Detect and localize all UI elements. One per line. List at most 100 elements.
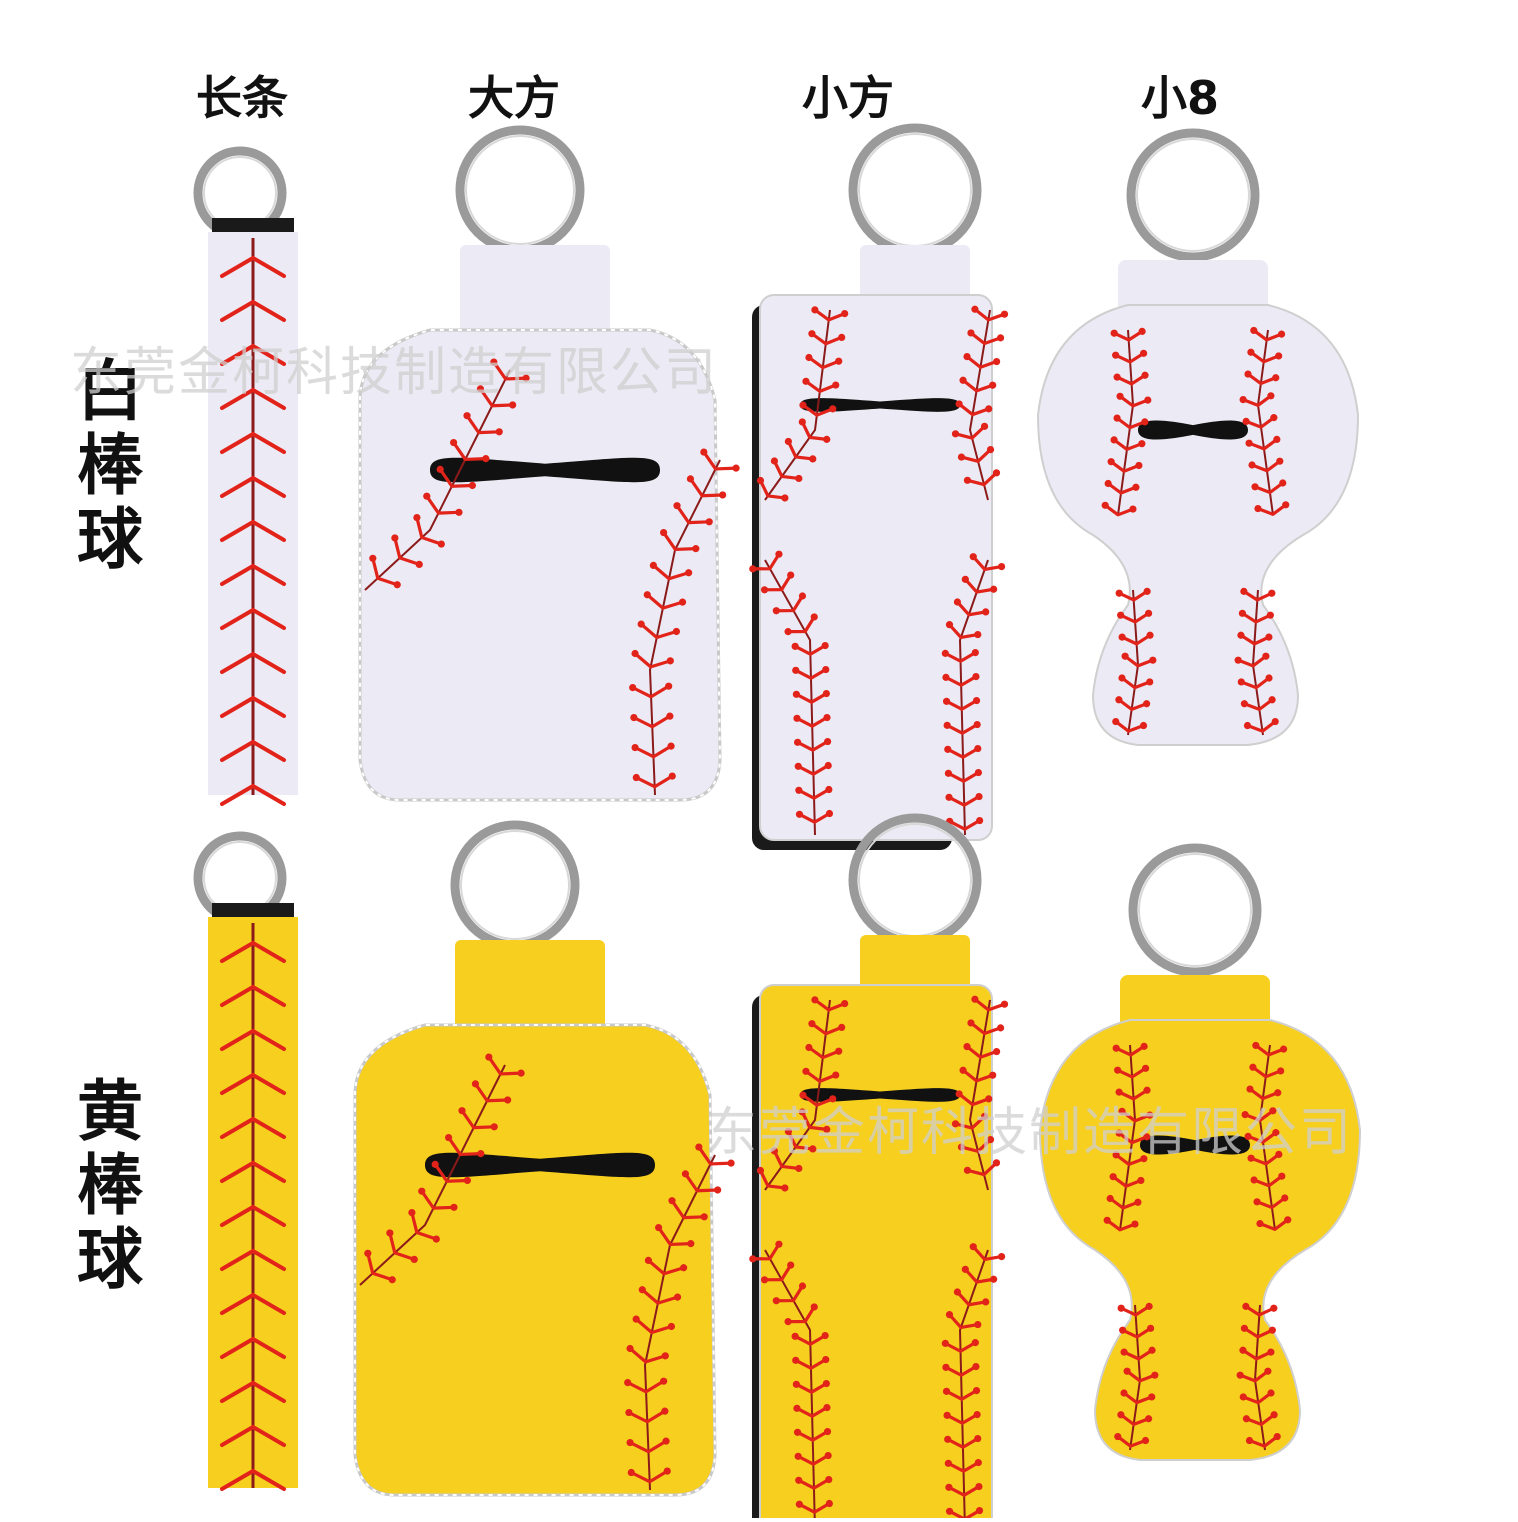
small-white-seam-bl-stitch-dot xyxy=(821,641,829,650)
small-yellow-seam-tr-stitch-dot xyxy=(959,1066,967,1074)
eight-white-seam-tl-stitch-dot xyxy=(1138,440,1146,448)
large-white-seam-right-stitch-dot xyxy=(632,773,640,782)
small-white-seam-bl-stitch-dot xyxy=(795,786,803,794)
small-white-seam-tl-stitch-dot xyxy=(795,474,803,483)
small-yellow-seam-bl xyxy=(749,1240,833,1522)
large-white-seam-left-stitch-dot xyxy=(522,374,530,382)
small-white-seam-bl-stitch xyxy=(751,552,781,571)
small-yellow-seam-tl-stitch-dot xyxy=(805,1043,813,1052)
small-white-seam-bl-stitch-dot xyxy=(794,738,802,746)
large-white-seam-right-stitch-dot xyxy=(666,712,674,720)
eight-yellow-seam-tr-stitch-dot xyxy=(1249,1063,1257,1071)
large-yellow-ring xyxy=(450,820,580,950)
small-white-seam-br-stitch-dot xyxy=(974,744,982,753)
small-white-seam-tr-stitch-dot xyxy=(992,469,1001,477)
eight-yellow-seam-br-stitch-dot xyxy=(1273,1432,1281,1441)
eight-white-seam-br-stitch-dot xyxy=(1240,587,1248,595)
eight-white-seam-tl-stitch-dot xyxy=(1107,458,1115,466)
small-yellow-slot xyxy=(800,1088,960,1102)
large-yellow-seam-right-stitch-dot xyxy=(680,1264,688,1272)
eight-white-seam-br-stitch xyxy=(1245,719,1277,733)
small-yellow-seam-br-stitch xyxy=(944,1389,979,1401)
eight-yellow-seam-br-stitch-dot xyxy=(1239,1346,1247,1354)
small-yellow-seam-tl-stitch xyxy=(813,998,847,1012)
large-white-seam-left-thread xyxy=(364,369,511,591)
eight-white-seam-tr-stitch-dot xyxy=(1242,417,1250,425)
eight-yellow-seam-tl-stitch-dot xyxy=(1143,1086,1151,1094)
eight-white-seam-tl-stitch-dot xyxy=(1110,329,1118,337)
small-yellow-seam-tr-stitch-dot xyxy=(1000,1000,1009,1008)
eight-white-seam-tl-stitch-dot xyxy=(1112,351,1120,359)
small-white-seam-tl-stitch xyxy=(810,332,844,346)
small-yellow-seam-tl-stitch-dot xyxy=(811,996,819,1004)
small-yellow-seam-bl-stitch-dot xyxy=(792,1356,800,1364)
eight-white-seam-tl-stitch-dot xyxy=(1116,392,1124,400)
eight-white-seam-bl-stitch-dot xyxy=(1139,721,1148,730)
eight-yellow-seam-tr-stitch-dot xyxy=(1241,1110,1249,1119)
eight-white-seam-bl-stitch-dot xyxy=(1144,609,1153,617)
eight-white-seam-tr-stitch xyxy=(1252,328,1284,342)
eight-white-seam-tr-stitch xyxy=(1247,437,1279,451)
small-yellow-seam-tr-stitch xyxy=(965,1045,999,1059)
large-yellow-seam-right-stitch xyxy=(683,1172,720,1193)
large-white-seam-left-stitch-dot xyxy=(393,581,401,589)
large-white-seam-left xyxy=(364,358,530,591)
small-white-seam-bl-stitch-dot xyxy=(824,737,832,746)
large-yellow-seam-left-stitch xyxy=(487,1055,523,1076)
eight-yellow-seam-br-stitch xyxy=(1241,1348,1273,1361)
eight-yellow-seam-tr-stitch-dot xyxy=(1281,1194,1289,1202)
small-white-seam-br-stitch-dot xyxy=(969,553,977,561)
eight-yellow-seam-br-stitch-dot xyxy=(1268,1326,1276,1334)
small-white-seam-tr-stitch-dot xyxy=(955,400,963,408)
large-white-seam-left-stitch-dot xyxy=(463,412,471,420)
large-yellow-seam-right-stitch-dot xyxy=(663,1467,671,1475)
strap-white-chevron xyxy=(220,431,286,454)
large-yellow-seam-right-stitch-dot xyxy=(714,1186,722,1194)
small-white-seam-tl-stitch-dot xyxy=(835,357,843,365)
small-white-seam-tl-stitch xyxy=(804,379,838,393)
eight-yellow-seam-tr-stitch-dot xyxy=(1272,1129,1280,1137)
eight-yellow-seam-bl-stitch-dot xyxy=(1120,1389,1128,1397)
small-yellow-seam-br-stitch-dot xyxy=(971,1339,979,1347)
eight-yellow-seam-tl-stitch xyxy=(1105,1218,1137,1232)
eight-white-seam-tl-stitch xyxy=(1106,481,1138,495)
small-yellow-seam-tr-stitch-dot xyxy=(971,995,979,1003)
large-white-seam-left-stitch-dot xyxy=(490,358,498,366)
eight-white-seam-bl-stitch xyxy=(1120,633,1152,646)
small-white-seam-br-stitch-dot xyxy=(975,792,983,801)
eight-yellow-seam-tl-stitch xyxy=(1117,1088,1149,1101)
large-white-slot xyxy=(430,457,660,483)
small-white-seam-bl-stitch-dot xyxy=(795,810,804,818)
column-label-large-square: 大方 xyxy=(468,71,560,125)
eight-white-seam-tl-stitch-dot xyxy=(1101,501,1109,509)
small-yellow-seam-br-stitch-dot xyxy=(975,1506,984,1515)
eight-white-seam-br-stitch-dot xyxy=(1243,721,1252,730)
small-yellow-seam-tr-stitch-dot xyxy=(967,1019,975,1027)
large-yellow-seam-left-stitch-dot xyxy=(458,1107,466,1115)
eight-white-seam-tr-stitch-dot xyxy=(1276,457,1284,465)
small-yellow-seam-tl-stitch xyxy=(804,1069,838,1083)
small-white-seam-br-stitch-dot xyxy=(942,673,950,681)
eight-yellow-seam-tr-stitch-dot xyxy=(1275,1150,1283,1159)
strap-white-chevron xyxy=(220,739,286,762)
small-yellow-seam-br-stitch-dot xyxy=(974,1434,982,1443)
large-white-seam-left-stitch xyxy=(393,536,421,566)
small-yellow-seam-bl-stitch-dot xyxy=(775,1240,783,1248)
eight-white-seam-tr xyxy=(1239,326,1290,516)
small-white-seam-tr-stitch-dot xyxy=(993,357,1001,366)
small-yellow-seam-bl-stitch xyxy=(794,1357,828,1370)
small-yellow-seam-br-stitch-dot xyxy=(990,1275,998,1283)
eight-yellow-seam-tr-stitch-dot xyxy=(1253,1198,1261,1206)
small-yellow-seam-bl-stitch-dot xyxy=(791,1332,799,1340)
eight-white-seam-br-stitch-dot xyxy=(1234,656,1242,664)
eight-yellow-seam-bl-stitch-dot xyxy=(1145,1415,1153,1423)
large-yellow-seam-left xyxy=(359,1053,525,1286)
large-yellow-seam-left-stitch-dot xyxy=(418,1187,426,1195)
large-yellow-seam-right-stitch-dot xyxy=(727,1159,735,1167)
eight-white-seam-bl-stitch-dot xyxy=(1118,674,1126,682)
watermark-top: 东莞金柯科技制造有限公司 xyxy=(70,343,719,403)
eight-yellow-seam-bl-stitch-dot xyxy=(1114,1432,1122,1441)
large-white-seam-right-stitch-dot xyxy=(630,713,638,722)
eight-white-seam-tr-stitch xyxy=(1241,394,1273,407)
